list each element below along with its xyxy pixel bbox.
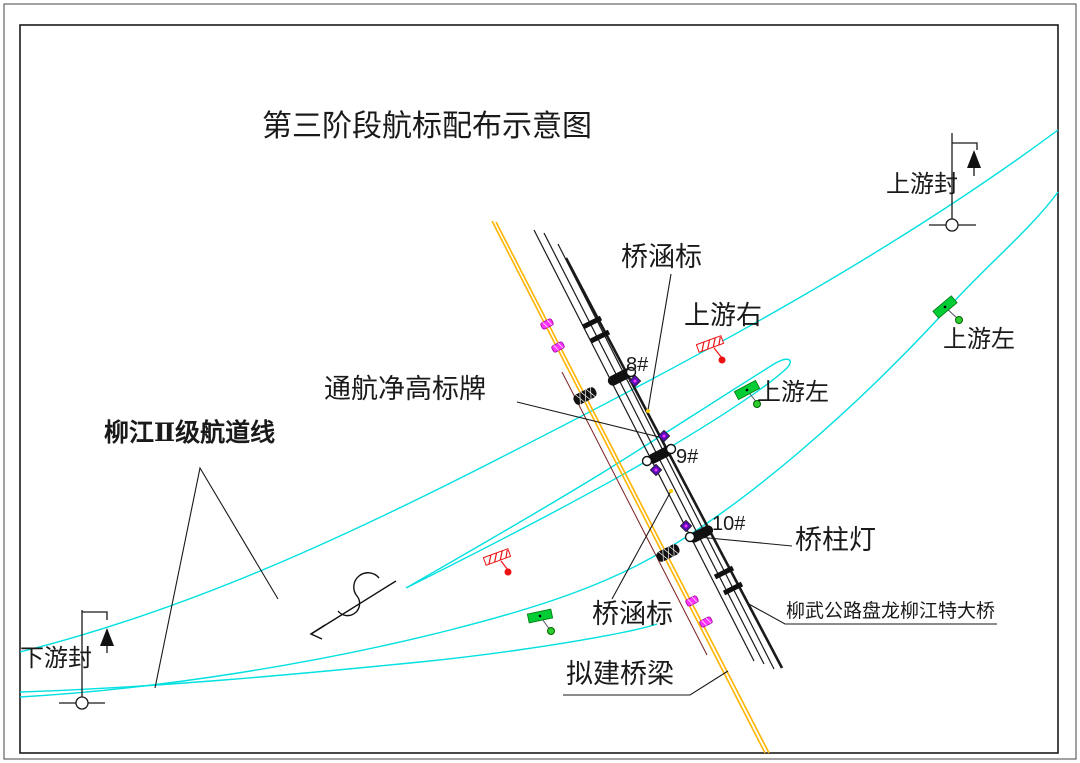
label-pier8: 8#	[626, 354, 649, 376]
leader-tip-dot	[646, 409, 650, 413]
pillar-light-circle	[665, 443, 677, 455]
road-marker-magenta	[699, 616, 713, 628]
numbered-pier-blocks	[607, 366, 714, 543]
pier-crossbar	[589, 329, 611, 344]
label-upstream-left-far: 上游左	[943, 327, 1015, 353]
shore-beacon-green	[733, 379, 761, 408]
upstream-seal-signal-symbol	[929, 133, 981, 232]
label-pier10: 10#	[712, 513, 746, 535]
label-culvert-mark-upper: 桥涵标	[621, 242, 702, 272]
label-pier9: 9#	[676, 446, 699, 468]
leader-culvert-mark-upper	[647, 273, 672, 411]
label-downstream-seal: 下游封	[20, 646, 92, 672]
label-upstream-left-mid: 上游左	[757, 380, 829, 406]
clearance-sign-marker	[656, 543, 680, 562]
culvert-marker-diamond	[628, 374, 642, 388]
red-buoy-markers	[482, 335, 726, 576]
downstream-seal-signal-symbol	[59, 610, 114, 710]
label-clearance-sign: 通航净高标牌	[324, 374, 486, 404]
shore-beacon-green	[932, 295, 963, 324]
label-highway-bridge: 柳武公路盘龙柳江特大桥	[786, 601, 996, 622]
leader-proposed-bridge	[563, 670, 729, 696]
pier-crossbar	[713, 565, 735, 580]
buoy-red	[695, 335, 726, 364]
bridge-line-4	[564, 257, 784, 669]
arrowhead	[309, 624, 326, 640]
label-channel-line: 柳江Ⅱ级航道线	[104, 420, 276, 447]
green-shore-beacons	[526, 295, 963, 635]
lower-bank-line	[19, 623, 658, 693]
culvert-markers	[628, 374, 693, 533]
road-marker-magenta	[551, 341, 565, 353]
leader-pillar-light	[697, 536, 793, 547]
road-edge-left	[491, 220, 766, 754]
road-marker-magenta	[540, 318, 554, 330]
label-culvert-mark-lower: 桥涵标	[592, 599, 673, 629]
outer-border	[3, 3, 1077, 760]
s-symbol	[337, 572, 380, 617]
shore-beacon-green	[526, 608, 555, 635]
drawing-title: 第三阶段航标配布示意图	[262, 110, 592, 143]
channel-boundary-loop	[405, 358, 791, 589]
inner-border	[19, 24, 1059, 754]
culvert-marker-diamond	[679, 519, 693, 533]
south-bank-line	[19, 191, 1059, 698]
leader-clearance-sign	[516, 401, 660, 438]
leader-tip-dot	[669, 489, 673, 493]
pillar-light-circle	[684, 531, 696, 543]
road-marker-magenta	[685, 595, 699, 607]
road-markers	[540, 318, 713, 628]
clearance-sign-marker	[573, 386, 597, 405]
culvert-marker-diamond	[657, 429, 671, 443]
north-bank-line	[19, 129, 1059, 653]
pillar-light-circle	[641, 455, 653, 467]
leader-highway-bridge	[746, 602, 997, 625]
bridge-pier-crossbars	[581, 315, 744, 596]
pier-9-block	[647, 446, 673, 464]
buoy-red	[482, 548, 512, 576]
leader-culvert-mark-lower	[611, 490, 672, 600]
label-proposed-bridge: 拟建桥梁	[566, 659, 674, 689]
label-upstream-right: 上游右	[684, 301, 763, 330]
clearance-sign-markers	[573, 386, 680, 562]
label-upstream-seal: 上游封	[886, 172, 958, 198]
leader-lines	[154, 273, 997, 696]
road-edge-right	[495, 221, 770, 754]
river-channel-lines	[19, 129, 1059, 698]
label-pillar-light: 桥柱灯	[795, 525, 876, 555]
pillar-light-circle	[625, 366, 637, 378]
flow-direction-arrow	[309, 572, 397, 640]
bridge-line-1	[533, 229, 755, 662]
leader-channel-line	[154, 466, 279, 689]
culvert-marker-diamond	[649, 463, 663, 477]
pier-crossbar	[581, 315, 603, 330]
pier-crossbar	[722, 581, 744, 596]
